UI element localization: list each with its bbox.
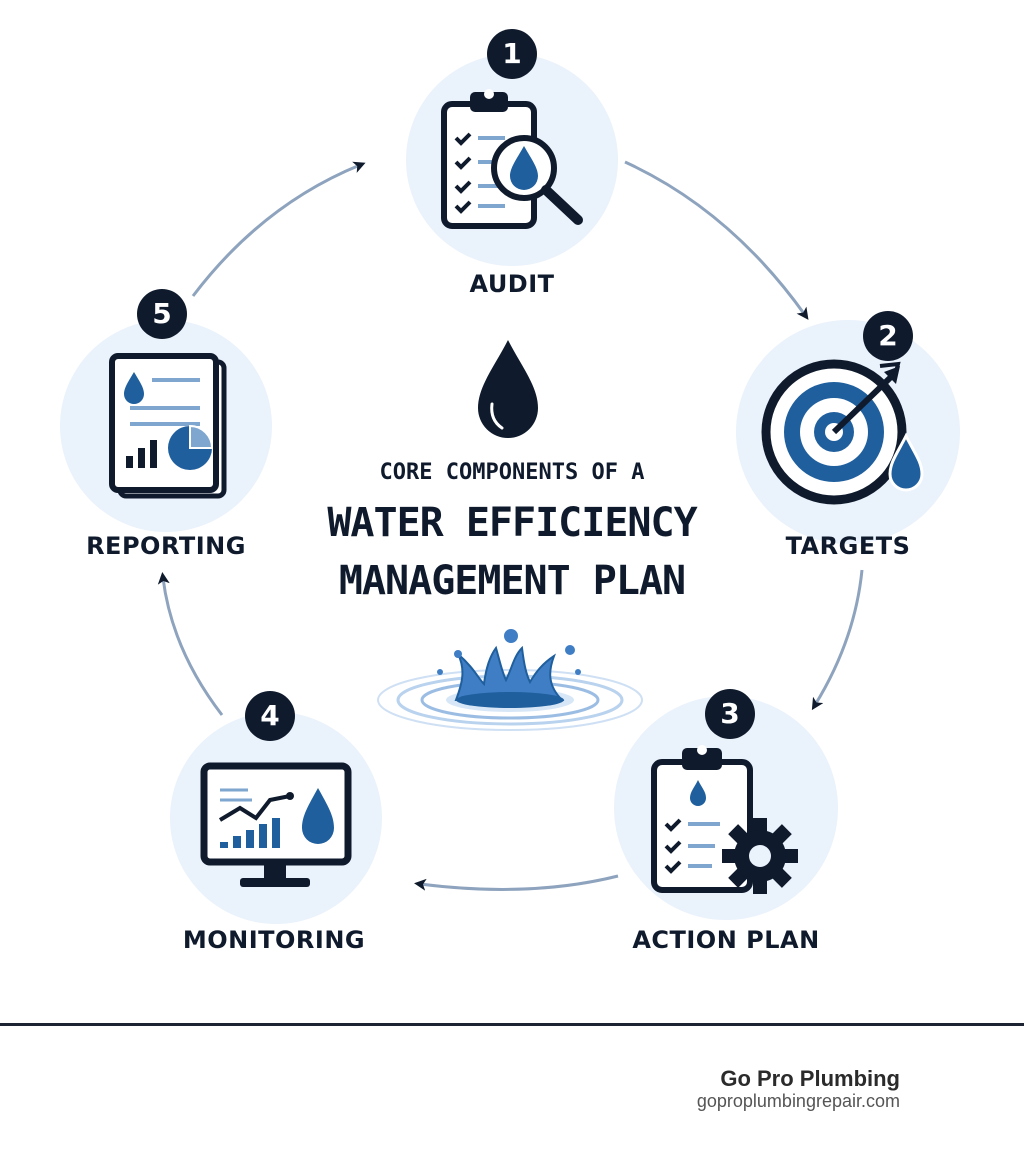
step-badge-4: 4: [245, 691, 295, 741]
clipboard-magnifier-icon: [441, 89, 583, 229]
step-label-reporting: REPORTING: [86, 532, 246, 560]
step-badge-5: 5: [137, 289, 187, 339]
footer-url: goproplumbingrepair.com: [696, 1091, 900, 1111]
clipboard-gear-icon: [651, 745, 798, 894]
cycle-graphic: [60, 54, 960, 924]
step-badge-2: 2: [863, 311, 913, 361]
step-badge-3: 3: [705, 689, 755, 739]
arrow-action-to-monitoring: [414, 874, 619, 891]
step-badge-1: 1: [487, 29, 537, 79]
step-label-monitoring: MONITORING: [182, 926, 366, 954]
diagram-title-line-2: MANAGEMENT PLAN: [338, 558, 686, 604]
monitor-chart-icon: [200, 762, 352, 887]
water-splash-icon: [377, 629, 643, 731]
diagram-subtitle: CORE COMPONENTS OF A: [379, 460, 645, 485]
arrow-targets-to-action: [811, 569, 864, 711]
step-label-audit: AUDIT: [469, 270, 555, 298]
step-label-action-plan: ACTION PLAN: [632, 926, 820, 954]
arrow-monitoring-to-reporting: [157, 572, 224, 716]
step-label-targets: TARGETS: [785, 532, 911, 560]
diagram-title-line-1: WATER EFFICIENCY: [327, 500, 697, 546]
cycle-diagram: 1 2 3 4 5 AUDIT TARGETS ACTION PLAN MONI…: [60, 29, 960, 954]
target-arrow-icon: [761, 359, 924, 505]
arrow-audit-to-targets: [624, 160, 809, 320]
water-drop-icon: [478, 340, 538, 438]
arrow-reporting-to-audit: [191, 161, 366, 297]
report-document-icon: [109, 353, 227, 499]
footer-brand: Go Pro Plumbing: [720, 1066, 900, 1091]
footer-divider: [0, 1023, 1024, 1026]
